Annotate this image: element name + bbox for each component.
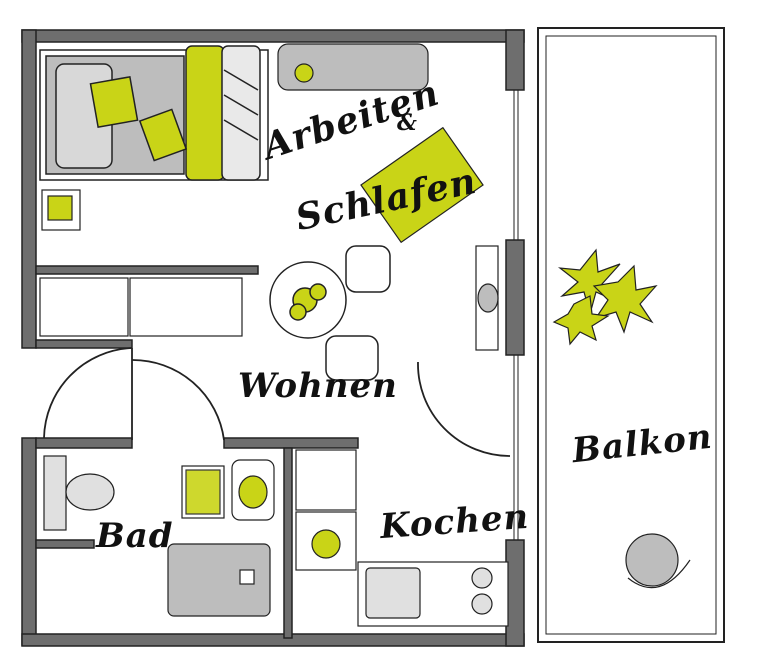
balcony-chair <box>625 533 691 589</box>
rug <box>360 126 484 244</box>
room-label-bad: Bad <box>96 516 174 556</box>
room-label-ampersand: & <box>397 110 418 136</box>
radiator <box>475 245 499 351</box>
door-swings <box>43 347 511 457</box>
nightstand <box>41 189 81 231</box>
bed <box>39 45 269 181</box>
plants <box>552 248 658 346</box>
room-label-wohnen: Wohnen <box>238 366 398 406</box>
kitchen-fixtures <box>295 449 509 627</box>
wardrobe <box>39 277 243 337</box>
dining-set <box>269 245 391 381</box>
windows <box>513 90 519 540</box>
desk <box>277 43 429 91</box>
balcony <box>537 27 725 643</box>
walls <box>21 29 525 647</box>
bathroom-fixtures <box>43 455 275 617</box>
